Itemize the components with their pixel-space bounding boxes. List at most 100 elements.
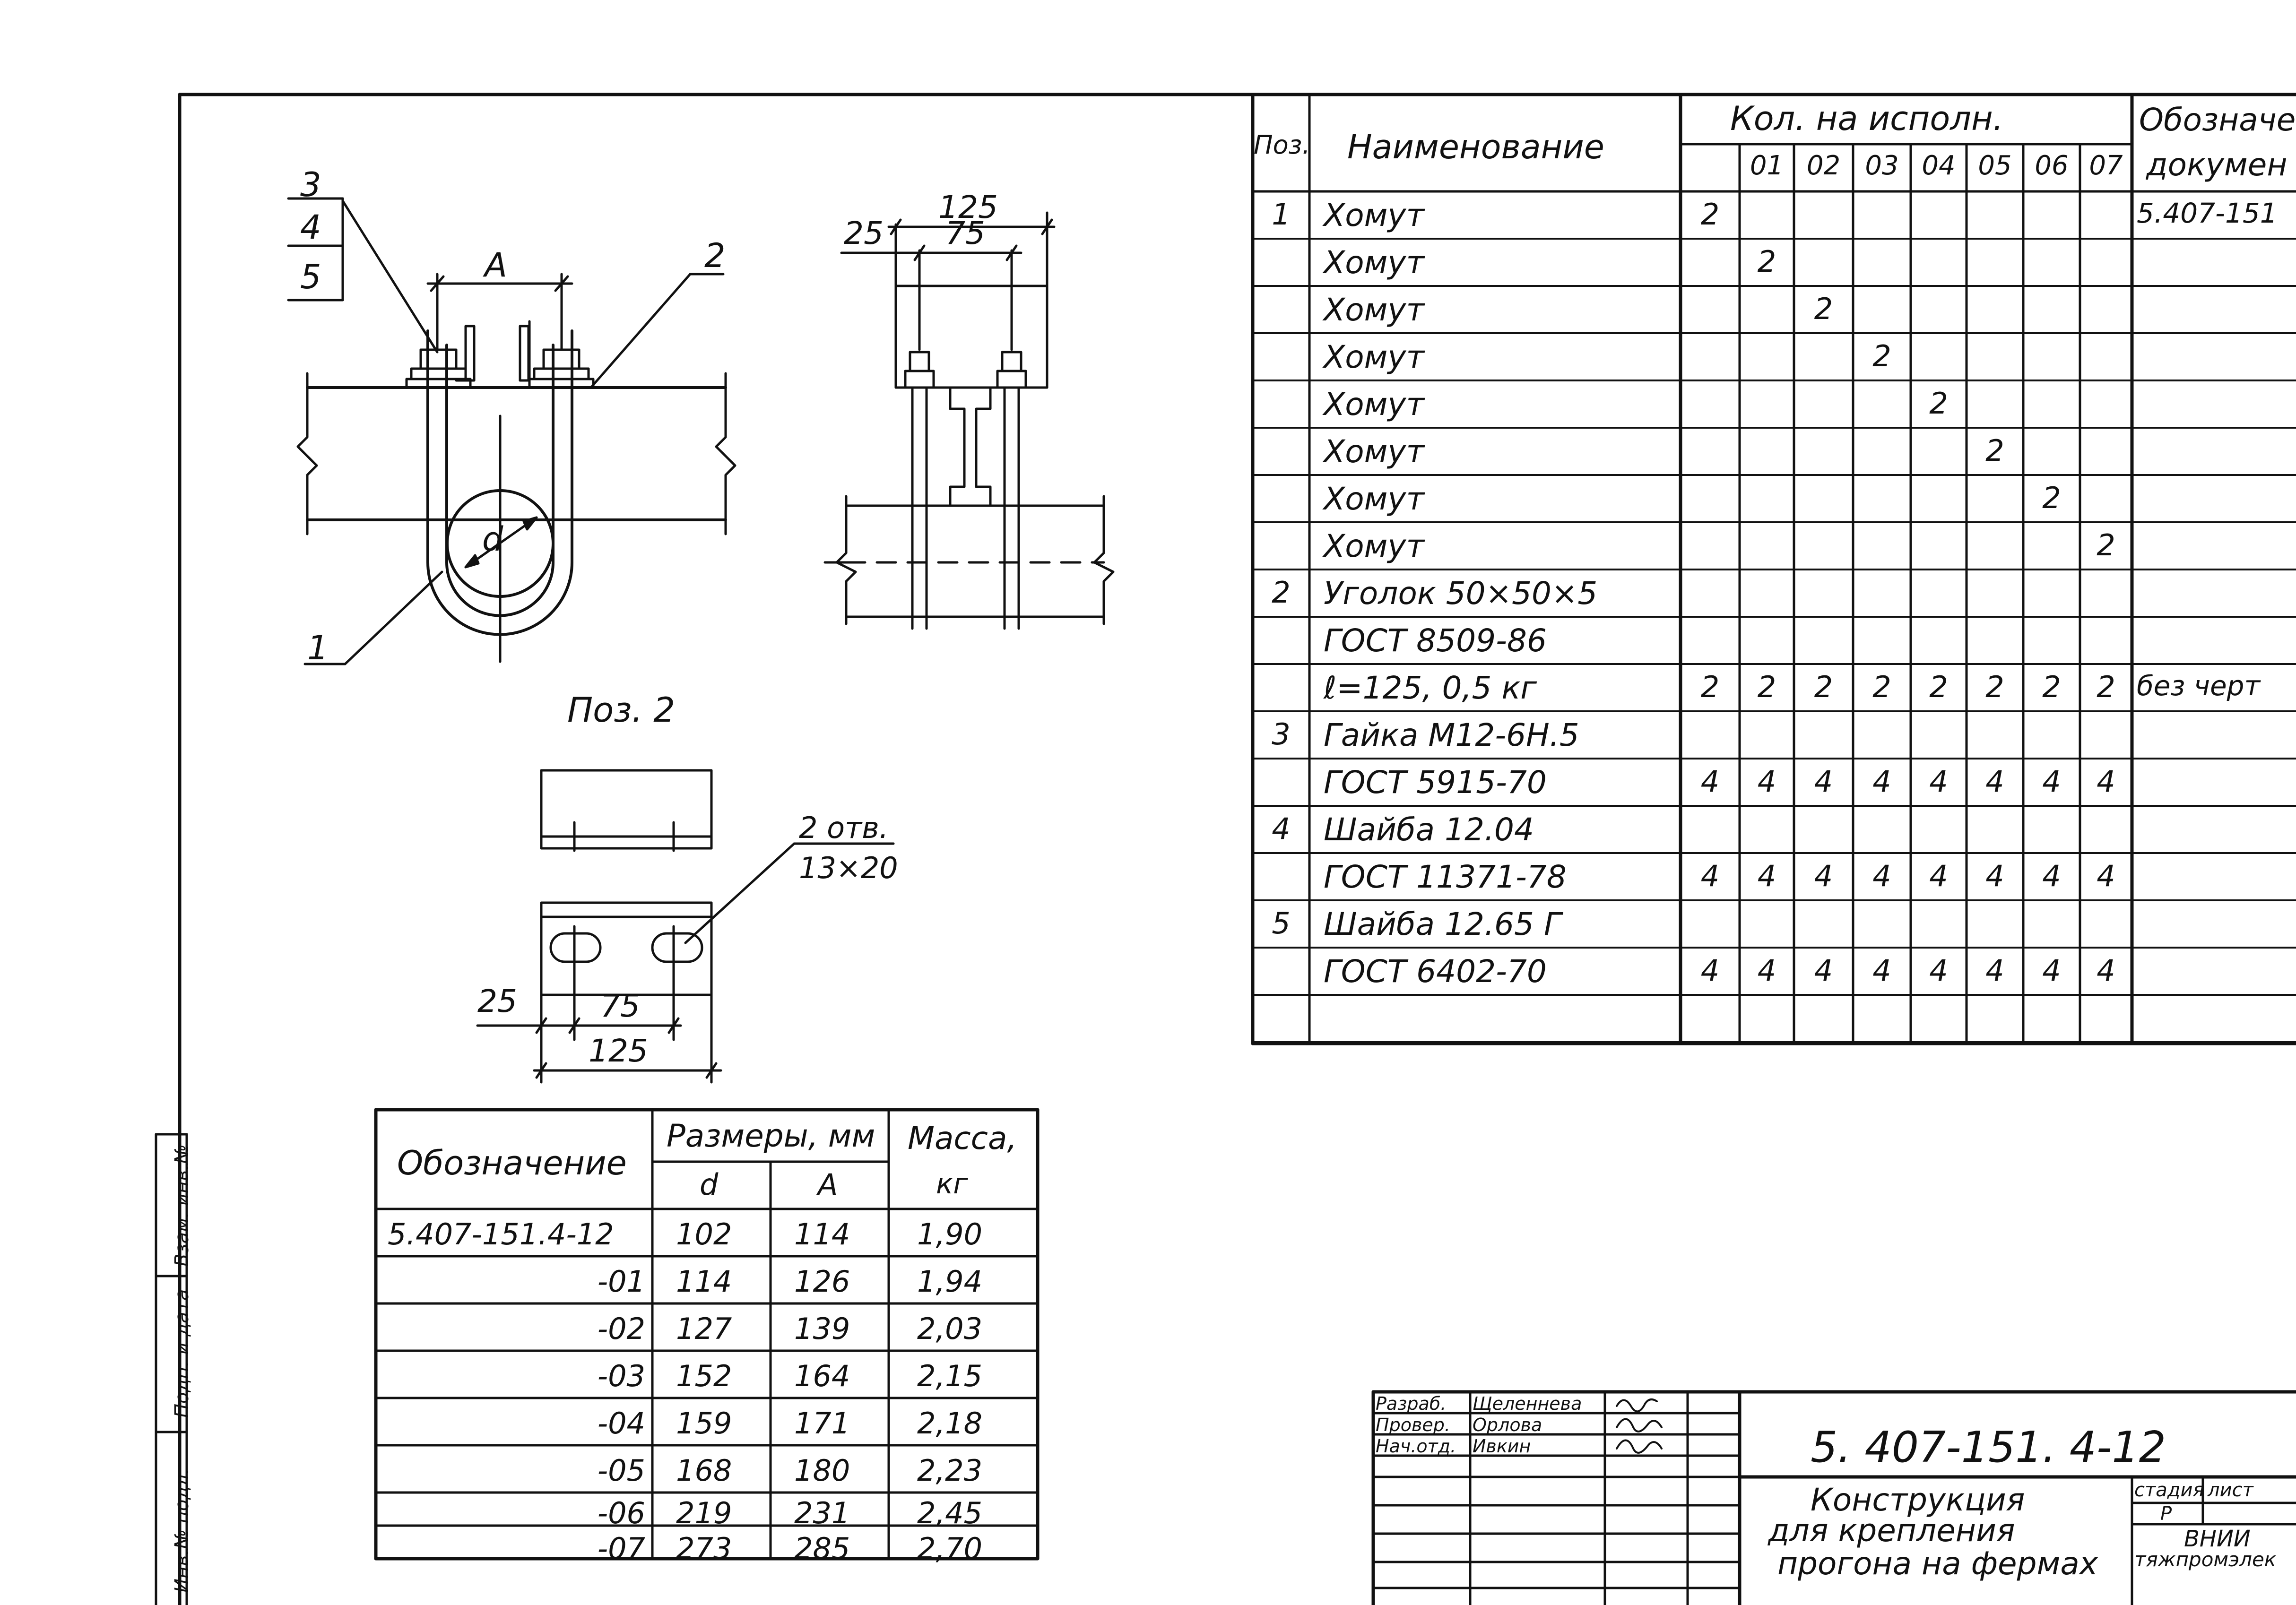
- dims-row-mass: 2,23: [917, 1453, 983, 1488]
- dims-row-designation: -06: [597, 1496, 645, 1530]
- title-block-grid: [1371, 1390, 2296, 1605]
- dims-row-designation: -02: [597, 1312, 645, 1346]
- dims-row-designation: -01: [597, 1264, 645, 1299]
- spec-row-pos: 5: [1272, 906, 1291, 941]
- spec-row-qty: 2: [1985, 433, 2004, 468]
- spec-row-qty: 2: [1757, 670, 1776, 704]
- spec-row-name: Гайка М12-6Н.5: [1324, 717, 1579, 753]
- dims-row-designation: 5.407-151.4-12: [388, 1217, 614, 1251]
- spec-row-name: Хомут: [1324, 433, 1424, 470]
- spec-variant-header: 04: [1922, 150, 1956, 181]
- spec-variant-header: 02: [1806, 150, 1841, 181]
- callout-5: 5: [300, 258, 321, 296]
- dims-row-mass: 2,18: [917, 1406, 983, 1441]
- dims-row-mass: 2,15: [917, 1359, 983, 1393]
- dims-row-a: 171: [794, 1406, 850, 1441]
- spec-row-qty: 2: [2097, 528, 2115, 562]
- left-view: [287, 197, 736, 665]
- spec-variant-header: 05: [1978, 150, 2012, 181]
- spec-row-qty: 4: [1985, 764, 2004, 799]
- callout-3: 3: [300, 165, 321, 204]
- spec-row-qty: 4: [1814, 859, 1833, 893]
- dim-d-label: d: [482, 520, 503, 559]
- spec-table-grid: [1251, 93, 2296, 1045]
- dims-row-mass: 2,45: [917, 1496, 983, 1530]
- spec-row-qty: 2: [1814, 292, 1833, 326]
- side-stamp-replace-no: Взам. инв.№: [171, 1144, 193, 1267]
- dims-row-a: 180: [794, 1453, 850, 1488]
- spec-header-doc-2: докумен: [2146, 147, 2287, 183]
- callout-4: 4: [300, 208, 321, 247]
- spec-row-qty: 2: [1929, 386, 1948, 421]
- dims-row-mass: 2,70: [917, 1531, 983, 1566]
- spec-row-qty: 2: [2042, 670, 2061, 704]
- spec-row-qty: 2: [2097, 670, 2115, 704]
- org-line-1: ВНИИ: [2184, 1526, 2251, 1552]
- spec-row-name: Шайба 12.65 Г: [1324, 906, 1561, 942]
- spec-row-qty: 4: [2097, 859, 2115, 893]
- dims-row-d: 114: [676, 1264, 732, 1299]
- right-view: [823, 211, 1115, 630]
- spec-row-qty: 4: [1929, 953, 1948, 988]
- spec-row-name: ГОСТ 8509-86: [1324, 622, 1547, 659]
- role-checker: Провер.: [1376, 1415, 1450, 1435]
- spec-row-name: Хомут: [1324, 528, 1424, 564]
- spec-variant-header: 06: [2035, 150, 2069, 181]
- pos-1-callout: 1: [307, 629, 329, 667]
- spec-variant-header: 03: [1865, 150, 1899, 181]
- role-developer: Разраб.: [1376, 1393, 1447, 1414]
- dims-row-mass: 2,03: [917, 1312, 983, 1346]
- spec-row-name: Хомут: [1324, 244, 1424, 281]
- spec-variant-header: 01: [1750, 150, 1784, 181]
- spec-row-qty: 4: [2097, 764, 2115, 799]
- dims-row-a: 126: [794, 1264, 850, 1299]
- dims-table-grid: [374, 1108, 1040, 1561]
- dims-header-mass: Масса,: [908, 1120, 1017, 1156]
- spec-header-pos: Поз.: [1254, 130, 1310, 160]
- spec-row-qty: 4: [1985, 953, 2004, 988]
- spec-row-qty: 4: [2042, 764, 2061, 799]
- spec-row-qty: 4: [2042, 859, 2061, 893]
- sheet-label: лист: [2208, 1479, 2253, 1501]
- spec-row-qty: 4: [1757, 859, 1776, 893]
- spec-row-name: Хомут: [1324, 386, 1424, 423]
- spec-row-pos: 2: [1272, 575, 1291, 610]
- dims-row-d: 152: [676, 1359, 732, 1393]
- spec-row-qty: 4: [1872, 764, 1891, 799]
- pos2-dim-spacing: 75: [600, 988, 640, 1024]
- spec-header-doc-1: Обозначе: [2139, 102, 2296, 138]
- spec-row-qty: 4: [1872, 953, 1891, 988]
- spec-header-name: Наименование: [1347, 128, 1604, 166]
- spec-row-pos: 4: [1272, 811, 1291, 846]
- dim-a-label: A: [485, 246, 507, 285]
- spec-row-name: ГОСТ 6402-70: [1324, 953, 1547, 990]
- spec-row-qty: 4: [1929, 764, 1948, 799]
- spec-row-qty: 2: [1814, 670, 1833, 704]
- spec-row-doc: без черт: [2137, 670, 2261, 702]
- spec-row-name: ГОСТ 11371-78: [1324, 859, 1567, 895]
- dims-row-d: 127: [676, 1312, 732, 1346]
- name-checker: Орлова: [1473, 1415, 1542, 1435]
- spec-row-qty: 2: [1700, 670, 1720, 704]
- spec-row-qty: 4: [2042, 953, 2061, 988]
- dim-offset-label: 25: [844, 215, 884, 251]
- spec-row-name: Хомут: [1324, 481, 1424, 517]
- spec-row-qty: 2: [1700, 197, 1720, 232]
- spec-row-qty: 4: [1757, 764, 1776, 799]
- pos2-detail: [476, 769, 895, 1084]
- dims-row-a: 164: [794, 1359, 850, 1393]
- dims-row-d: 159: [676, 1406, 732, 1441]
- dims-header-a: A: [818, 1167, 838, 1202]
- dims-row-mass: 1,90: [917, 1217, 983, 1251]
- side-stamp-lines: [155, 1133, 188, 1605]
- role-head: Нач.отд.: [1376, 1436, 1456, 1457]
- spec-row-name: Шайба 12.04: [1324, 811, 1534, 848]
- spec-row-qty: 4: [1757, 953, 1776, 988]
- dims-header-designation: Обозначение: [397, 1144, 627, 1182]
- spec-header-qty: Кол. на исполн.: [1730, 99, 2004, 138]
- pos-2-callout: 2: [704, 236, 726, 275]
- stage-value: Р: [2160, 1503, 2172, 1525]
- spec-row-name: Хомут: [1324, 339, 1424, 375]
- dim-spacing-label: 75: [945, 215, 985, 251]
